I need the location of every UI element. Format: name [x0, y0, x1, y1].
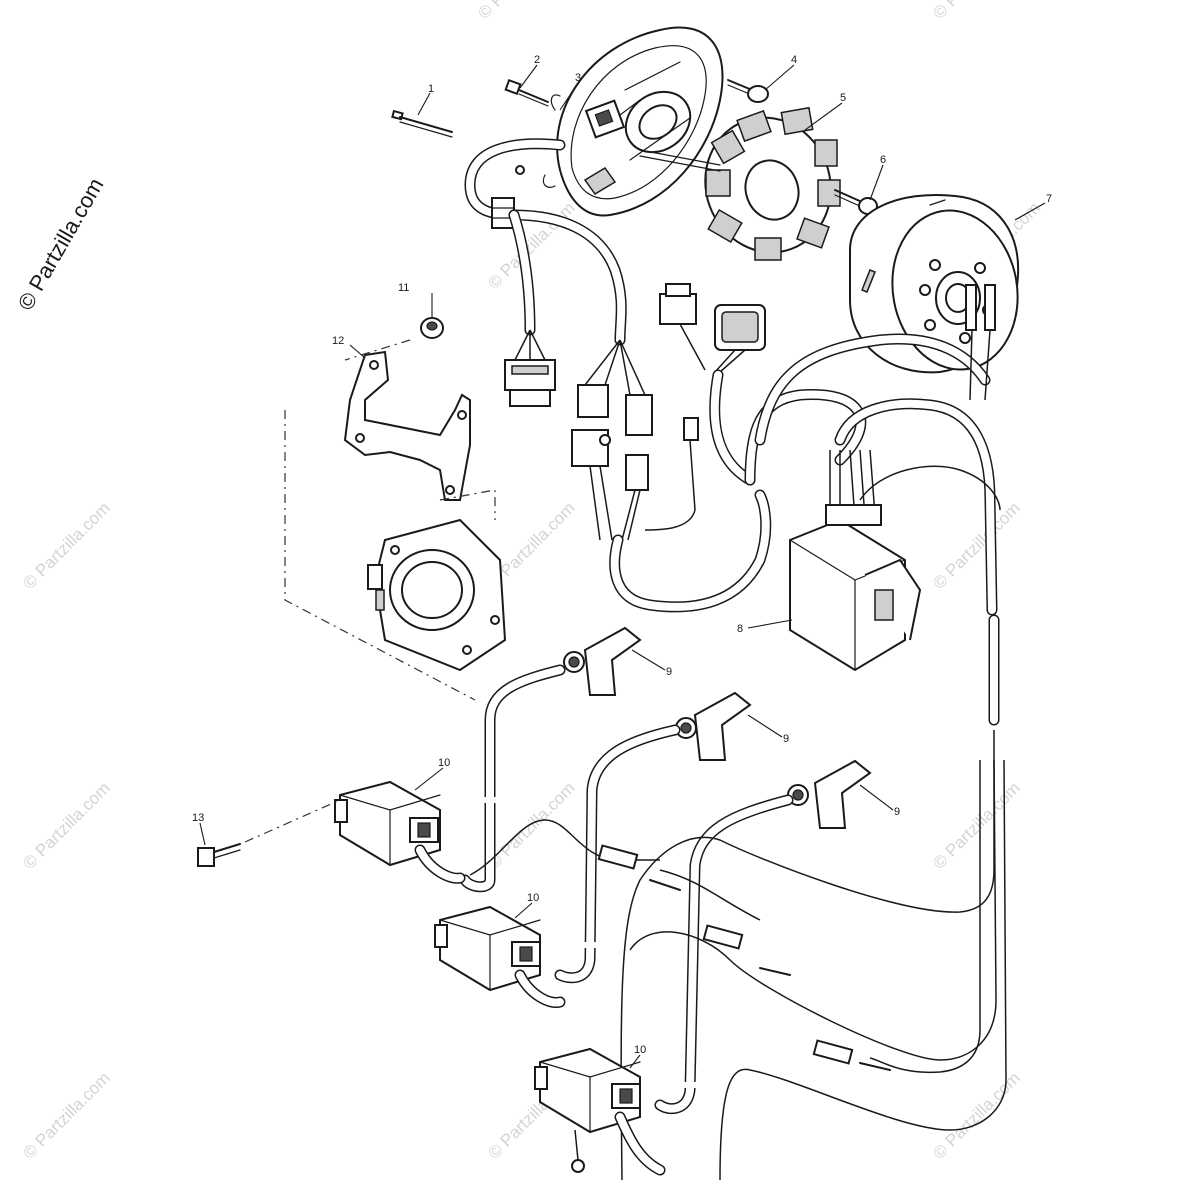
callout-1: 1	[428, 83, 434, 95]
part-bolt[interactable]	[834, 189, 878, 215]
callout-4: 4	[791, 54, 797, 66]
leader-lines	[199, 64, 1046, 1069]
callout-9: 9	[783, 733, 789, 745]
callout-10: 10	[438, 757, 450, 769]
callout-13: 13	[192, 812, 204, 824]
watermark: © Partzilla.com	[929, 778, 1023, 872]
part-cable-tie[interactable]	[391, 109, 453, 138]
part-bolt[interactable]	[727, 79, 769, 103]
watermark: © Partzilla.com	[19, 1068, 113, 1162]
callout-5: 5	[840, 92, 846, 104]
callout-6: 6	[880, 154, 886, 166]
stator-harness	[464, 138, 772, 613]
main-harness	[659, 283, 1001, 616]
copyright-label: © Partzilla.com	[13, 174, 109, 315]
callout-10: 10	[527, 892, 539, 904]
part-mounting-bracket[interactable]	[343, 350, 471, 501]
part-ignition-housing	[367, 518, 507, 672]
callout-9: 9	[894, 806, 900, 818]
watermark: © Partzilla.com	[929, 1068, 1023, 1162]
watermark: © Partzilla.com	[929, 498, 1023, 592]
part-spark-plug-cap[interactable]	[563, 626, 642, 696]
part-ignition-coil[interactable]	[334, 780, 466, 884]
callout-9: 9	[666, 666, 672, 678]
part-flywheel[interactable]	[849, 194, 1030, 380]
callout-2: 2	[534, 54, 540, 66]
callout-10: 10	[634, 1044, 646, 1056]
part-screw[interactable]	[504, 78, 549, 107]
watermark: © Partzilla.com	[474, 0, 568, 23]
lower-harness	[469, 614, 1007, 1181]
watermark: © Partzilla.com	[484, 778, 578, 872]
part-stator[interactable]	[639, 100, 850, 270]
callout-labels: 1 2 3 4 5 6 7 8 9 9 9 10 10 10 11 12 13	[192, 54, 1052, 1056]
watermark: © Partzilla.com	[929, 0, 1023, 23]
part-ignition-coil[interactable]	[534, 1047, 666, 1176]
callout-3: 3	[575, 72, 581, 84]
part-spark-plug-cap[interactable]	[675, 691, 752, 761]
part-spark-plug-cap[interactable]	[787, 759, 872, 829]
part-bolt[interactable]	[197, 843, 241, 867]
watermark: © Partzilla.com	[19, 778, 113, 872]
watermark: © Partzilla.com	[19, 498, 113, 592]
part-ignition-coil[interactable]	[434, 905, 566, 1008]
ht-leads	[459, 664, 794, 1115]
callout-11: 11	[398, 282, 409, 294]
part-stator-plate[interactable]	[515, 26, 724, 217]
part-voltage-regulator[interactable]	[789, 449, 922, 672]
part-nut[interactable]	[420, 317, 444, 339]
callout-7: 7	[1046, 193, 1052, 205]
callout-8: 8	[737, 623, 743, 635]
callout-12: 12	[332, 335, 344, 347]
